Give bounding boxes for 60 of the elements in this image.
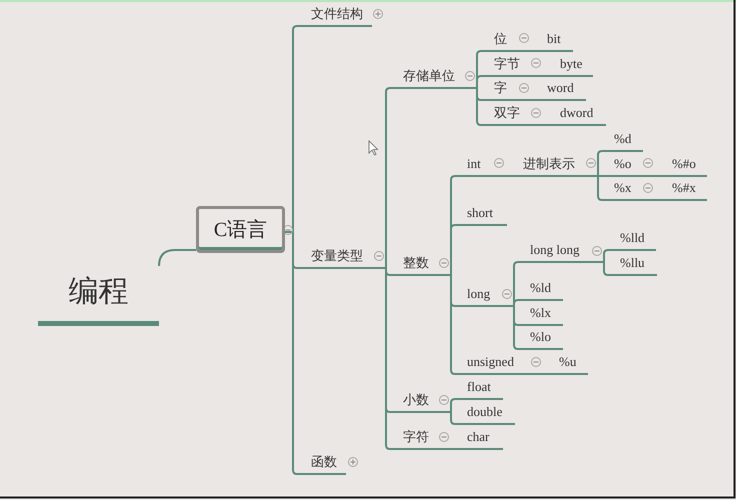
branch-topic: 函数: [297, 451, 346, 475]
topic-box: C语言: [196, 206, 285, 253]
branch-topic: %#x: [668, 177, 707, 201]
branch-line: [384, 87, 390, 269]
branch-line: [638, 175, 668, 177]
branch-line: [510, 299, 518, 307]
branch-line: [600, 261, 608, 276]
branch-line: [432, 448, 463, 450]
branch-line: [384, 267, 390, 450]
branch-topic: %#o: [668, 153, 707, 177]
branch-topic: unsigned: [455, 351, 528, 375]
branch-line: [528, 373, 555, 375]
branch-topic: 存储单位: [390, 65, 475, 89]
branch-line: [475, 87, 482, 126]
branch-line: [515, 50, 543, 52]
branch-topic: %d: [602, 128, 643, 152]
branch-line: [158, 249, 196, 266]
branch-topic: int: [455, 153, 488, 177]
branch-line: [638, 199, 668, 201]
branch-topic: dword: [556, 102, 606, 126]
branch-topic: long long: [518, 239, 600, 263]
branch-line: [488, 175, 510, 177]
branch-topic: 字节: [481, 53, 527, 77]
branch-topic: 位: [481, 28, 515, 52]
branch-topic: bit: [543, 28, 573, 52]
branch-topic: double: [455, 401, 515, 425]
branch-line: [510, 305, 518, 350]
branch-topic: 字符: [390, 426, 432, 450]
branch-line: [450, 411, 456, 425]
branch-topic: char: [463, 426, 503, 450]
branch-line: [600, 249, 608, 263]
branch-line: [450, 398, 456, 413]
branch-topic: 双字: [481, 102, 527, 126]
branch-topic: 整数: [390, 252, 450, 276]
branch-line: [515, 99, 543, 101]
branch-line: [450, 224, 456, 276]
branch-topic: 字: [481, 77, 515, 101]
branch-topic: 文件结构: [297, 3, 372, 27]
branch-line: [527, 75, 556, 77]
branch-topic: %u: [555, 351, 588, 375]
branch-line: [475, 75, 482, 89]
branch-topic: %lo: [518, 326, 563, 350]
branch-line: [450, 274, 456, 375]
branch-topic: word: [543, 77, 586, 101]
branch-topic: %o: [602, 153, 638, 177]
branch-topic: 进制表示: [510, 153, 585, 177]
branch-line: [527, 124, 556, 126]
branch-topic: %x: [602, 177, 638, 201]
branch-topic: %ld: [518, 277, 563, 301]
central-topic: 编程: [38, 262, 159, 326]
branch-line: [285, 231, 298, 475]
branch-topic: %llu: [608, 252, 657, 276]
branch-topic: short: [455, 202, 507, 226]
branch-topic: 小数: [390, 389, 450, 413]
branch-topic: byte: [556, 53, 593, 77]
branch-topic: %lld: [608, 227, 656, 251]
branch-topic: float: [455, 376, 503, 400]
branch-topic: %lx: [518, 302, 563, 326]
branch-topic: long: [455, 283, 510, 307]
branch-topic: 变量类型: [297, 245, 385, 269]
